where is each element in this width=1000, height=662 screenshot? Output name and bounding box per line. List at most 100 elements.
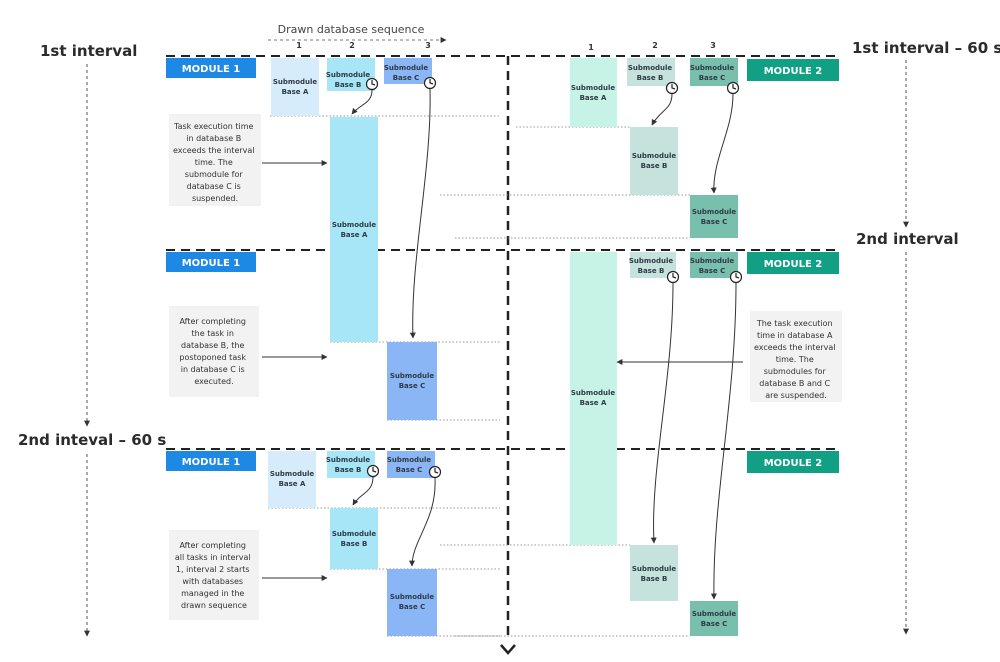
svg-text:Base B: Base B	[638, 267, 665, 275]
svg-text:Base C: Base C	[701, 218, 728, 226]
module-2-label-mid: MODULE 2	[747, 252, 839, 274]
note-box-4: After completing all tasks in interval 1…	[169, 530, 259, 620]
clock-icon	[365, 77, 379, 91]
svg-text:Base C: Base C	[399, 382, 426, 390]
seq-number-2: 2	[349, 41, 355, 50]
svg-text:MODULE 1: MODULE 1	[182, 457, 241, 468]
flow-arrows	[262, 88, 743, 600]
svg-text:Submodule: Submodule	[692, 208, 737, 216]
m2-base-c-block-4: Submodule Base C	[690, 601, 738, 636]
m1-base-c-block-2: Submodule Base C	[387, 342, 437, 420]
m2-base-c-block-2: Submodule Base C	[690, 195, 738, 238]
svg-text:MODULE 1: MODULE 1	[182, 258, 241, 269]
svg-text:MODULE 2: MODULE 2	[764, 458, 823, 469]
clock-icon	[666, 270, 680, 284]
m2-base-c-block-1: Submodule Base C	[690, 58, 738, 86]
m1-base-a-block-1: Submodule Base A	[271, 58, 319, 116]
svg-text:Submodule: Submodule	[332, 221, 377, 229]
svg-text:Base A: Base A	[282, 88, 309, 96]
svg-text:Base B: Base B	[335, 81, 362, 89]
svg-text:Submodule: Submodule	[632, 565, 677, 573]
svg-text:Base C: Base C	[393, 74, 420, 82]
clock-icon	[428, 465, 442, 479]
svg-text:Base B: Base B	[637, 74, 664, 82]
note-box-2: After completing the task in database B,…	[169, 306, 259, 397]
svg-text:Submodule: Submodule	[690, 64, 735, 72]
seq-number-3-right: 3	[710, 41, 716, 50]
divider-arrow	[500, 644, 516, 655]
svg-text:The task execution time: The task execution time in database A ex…	[754, 319, 838, 400]
interval-2-label: 2nd interval	[856, 230, 959, 248]
svg-text:Submodule: Submodule	[326, 71, 371, 79]
m1-base-a-block-3: Submodule Base A	[268, 451, 316, 508]
interval-2-minus-label: 2nd inteval – 60 s	[18, 431, 166, 449]
svg-text:Task execution time in d: Task execution time in database B exceed…	[173, 122, 257, 203]
svg-text:Submodule: Submodule	[629, 257, 674, 265]
svg-text:Submodule: Submodule	[692, 610, 737, 618]
m1-base-b-block-1: Submodule Base B	[326, 58, 375, 91]
svg-text:Base C: Base C	[399, 603, 426, 611]
clock-icon	[729, 270, 743, 284]
m1-base-c-block-4: Submodule Base C	[387, 569, 437, 636]
svg-text:Base B: Base B	[641, 575, 668, 583]
svg-text:Submodule: Submodule	[690, 257, 735, 265]
svg-text:Submodule: Submodule	[628, 64, 673, 72]
svg-text:Base C: Base C	[396, 466, 423, 474]
note-box-1: Task execution time in database B exceed…	[169, 114, 261, 206]
interval-1-label: 1st interval	[40, 42, 137, 60]
svg-text:MODULE 1: MODULE 1	[182, 64, 241, 75]
svg-text:Base A: Base A	[580, 399, 607, 407]
svg-text:Base B: Base B	[341, 540, 368, 548]
module-2-label-bottom: MODULE 2	[747, 451, 839, 473]
svg-text:MODULE 2: MODULE 2	[764, 66, 823, 77]
module-1-label-bottom: MODULE 1	[166, 451, 256, 471]
m2-base-b-block-4: Submodule Base B	[630, 545, 678, 601]
svg-text:Base A: Base A	[580, 94, 607, 102]
svg-text:Submodule: Submodule	[390, 593, 435, 601]
svg-text:Base A: Base A	[279, 480, 306, 488]
m2-base-a-long-block: Submodule Base A	[570, 252, 617, 545]
svg-text:Base C: Base C	[701, 620, 728, 628]
m2-base-a-block-1: Submodule Base A	[570, 58, 617, 127]
clock-icon	[665, 81, 679, 95]
svg-text:Base C: Base C	[699, 74, 726, 82]
m1-base-b-block-3: Submodule Base B	[326, 451, 375, 478]
svg-text:After completing the tas: After completing the task in database B,…	[179, 317, 248, 386]
svg-text:Submodule: Submodule	[390, 372, 435, 380]
m1-base-c-block-1: Submodule Base C	[384, 58, 432, 84]
m2-base-b-block-2: Submodule Base B	[630, 127, 678, 195]
seq-number-1-right: 1	[588, 43, 594, 52]
svg-text:Submodule: Submodule	[571, 389, 616, 397]
module-1-label-mid: MODULE 1	[166, 252, 256, 272]
m1-base-a-long-block: Submodule Base A	[330, 117, 378, 342]
m1-base-c-block-3: Submodule Base C	[387, 451, 435, 478]
svg-text:Submodule: Submodule	[387, 456, 432, 464]
seq-number-1: 1	[296, 41, 302, 50]
svg-text:Submodule: Submodule	[270, 470, 315, 478]
sequence-label: Drawn database sequence	[278, 23, 425, 36]
m2-base-b-block-1: Submodule Base B	[627, 58, 675, 86]
note-box-3: The task execution time in database A ex…	[750, 311, 842, 402]
clock-icons	[365, 76, 743, 479]
svg-text:MODULE 2: MODULE 2	[764, 259, 823, 270]
clock-icon	[726, 81, 740, 95]
svg-text:After completing all tas: After completing all tasks in interval 1…	[175, 541, 253, 610]
module-2-label-top: MODULE 2	[747, 59, 839, 81]
svg-text:Submodule: Submodule	[384, 64, 429, 72]
svg-text:Submodule: Submodule	[632, 152, 677, 160]
svg-text:Submodule: Submodule	[571, 84, 616, 92]
svg-text:Base C: Base C	[699, 267, 726, 275]
clock-icon	[366, 464, 380, 478]
seq-number-2-right: 2	[652, 41, 658, 50]
interval-1-minus-label: 1st interval – 60 s	[852, 39, 1000, 57]
svg-text:Base A: Base A	[341, 231, 368, 239]
svg-text:Base B: Base B	[641, 162, 668, 170]
svg-text:Submodule: Submodule	[273, 78, 318, 86]
m2-base-c-block-3: Submodule Base C	[690, 252, 738, 278]
seq-number-3: 3	[425, 41, 431, 50]
clock-icon	[423, 76, 437, 90]
svg-text:Base B: Base B	[335, 466, 362, 474]
svg-text:Submodule: Submodule	[332, 530, 377, 538]
module-1-label-top: MODULE 1	[166, 58, 256, 78]
